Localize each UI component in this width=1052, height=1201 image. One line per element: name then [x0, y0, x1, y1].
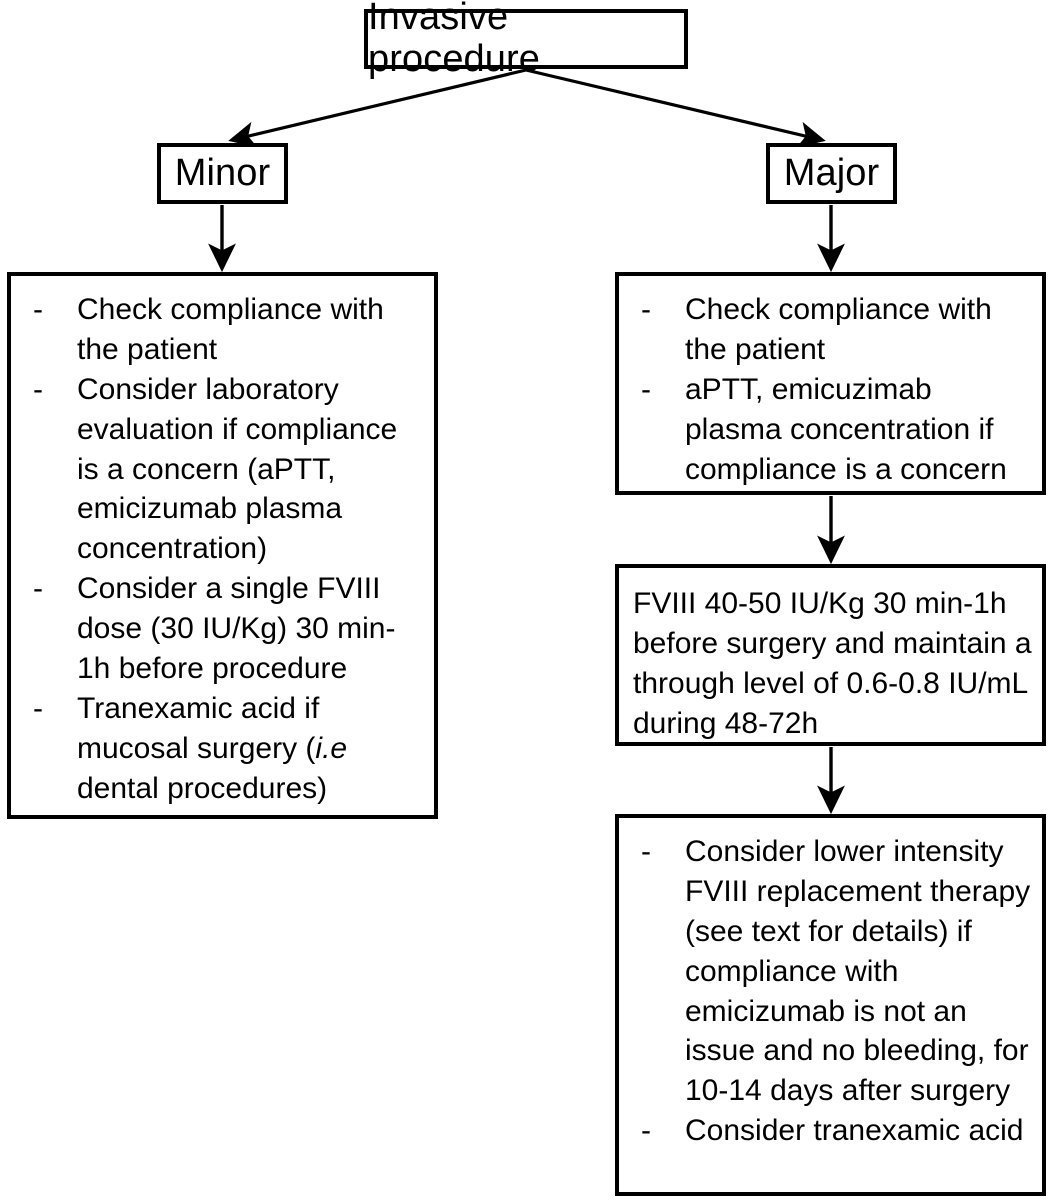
- major-followup-list: Consider lower intensity FVIII replaceme…: [631, 832, 1032, 1151]
- list-item: aPTT, emicuzimab plasma concentration if…: [631, 370, 1032, 490]
- minor-action-4-italic: i.e: [315, 731, 348, 765]
- node-minor[interactable]: Minor: [157, 143, 288, 204]
- list-item: Tranexamic acid if mucosal surgery (i.e …: [23, 689, 424, 809]
- node-major[interactable]: Major: [766, 143, 897, 204]
- list-item: Consider a single FVIII dose (30 IU/Kg) …: [23, 569, 424, 689]
- node-major-dosing[interactable]: FVIII 40-50 IU/Kg 30 min-1h before surge…: [615, 564, 1046, 746]
- major-labs-list: Check compliance with the patient aPTT, …: [631, 290, 1032, 489]
- minor-action-4-prefix: Tranexamic acid if mucosal surgery (: [77, 691, 320, 765]
- list-item: Consider lower intensity FVIII replaceme…: [631, 832, 1032, 1111]
- node-invasive-procedure[interactable]: Invasive procedure: [364, 0, 688, 80]
- list-item: Consider tranexamic acid: [631, 1111, 1032, 1151]
- node-major-labs[interactable]: Check compliance with the patient aPTT, …: [615, 272, 1046, 495]
- list-item: Consider laboratory evaluation if compli…: [23, 370, 424, 569]
- node-major-label: Major: [783, 151, 880, 194]
- node-invasive-procedure-label: Invasive procedure: [368, 0, 541, 80]
- node-minor-label: Minor: [174, 151, 271, 194]
- node-major-followup[interactable]: Consider lower intensity FVIII replaceme…: [615, 814, 1046, 1196]
- minor-actions-list: Check compliance with the patient Consid…: [23, 290, 424, 809]
- minor-action-4-suffix: dental procedures): [77, 771, 328, 805]
- major-dosing-text: FVIII 40-50 IU/Kg 30 min-1h before surge…: [633, 587, 1032, 740]
- list-item: Check compliance with the patient: [631, 290, 1032, 370]
- list-item: Check compliance with the patient: [23, 290, 424, 370]
- node-minor-actions[interactable]: Check compliance with the patient Consid…: [7, 272, 438, 819]
